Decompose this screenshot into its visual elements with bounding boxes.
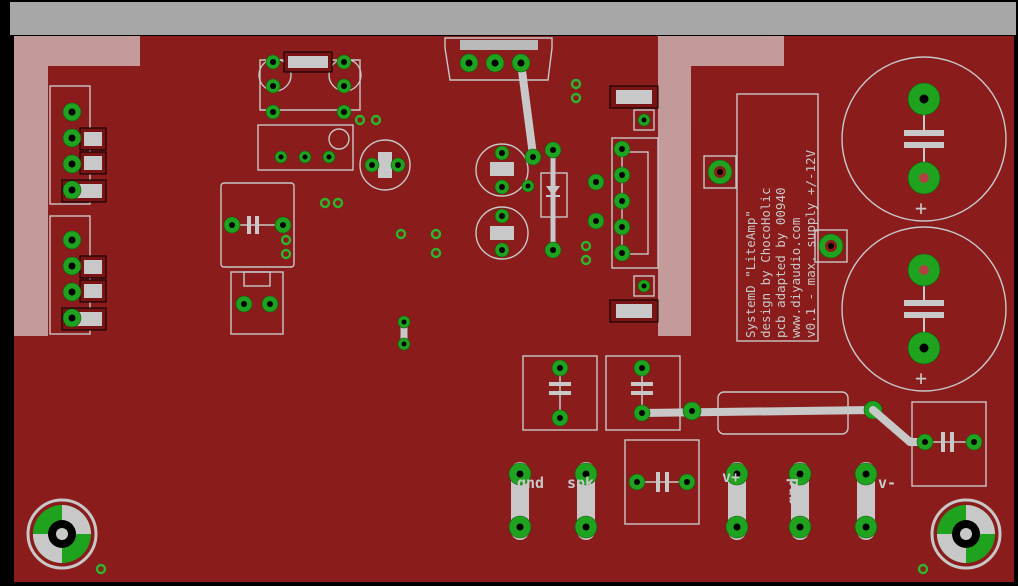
info-line-4: www.diyaudio.com [788, 218, 803, 338]
mounting-hole-left [26, 498, 98, 570]
big-cap-top: + [841, 56, 1007, 222]
header-top-center [444, 37, 553, 159]
info-text: SystemD "LiteAmp" design by ChocoHolic p… [743, 149, 818, 338]
terminal-pads: gnd spk v+ gnd v- [508, 462, 896, 540]
terminal-label-vminus: v- [878, 474, 896, 492]
terminal-label-spk: spk [567, 474, 594, 492]
cap-top-plus: + [915, 196, 927, 220]
terminal-label-vplus: v+ [722, 468, 740, 486]
ic-footprint-top [257, 51, 362, 171]
center-components [475, 141, 605, 260]
top-frame-strip [10, 2, 1016, 35]
big-cap-bottom: + [841, 226, 1007, 392]
cap-bottom-plus: + [915, 366, 927, 390]
terminal-label-gnd: gnd [517, 474, 544, 492]
mount-pads-mid [703, 155, 848, 263]
mounting-hole-right [930, 498, 1002, 570]
lower-film-caps [522, 355, 987, 525]
jumper-link [397, 315, 411, 351]
info-line-1: SystemD "LiteAmp" [743, 210, 758, 338]
info-line-2: design by ChocoHolic [758, 187, 773, 338]
cap-small-electrolytic [359, 139, 411, 191]
vias [95, 78, 929, 575]
info-line-5: v0.1 - max. supply +/-12V [803, 149, 818, 338]
keepout-areas [14, 36, 784, 336]
terminal-label-gnd-2: gnd [784, 478, 802, 505]
connector-pads-left [62, 102, 82, 328]
info-text-block: SystemD "LiteAmp" design by ChocoHolic p… [736, 93, 819, 342]
film-cap-left [220, 182, 295, 268]
info-line-3: pcb adapted by 00940 [773, 187, 788, 338]
vertical-connector [609, 85, 659, 323]
transistor-footprint [230, 271, 284, 335]
